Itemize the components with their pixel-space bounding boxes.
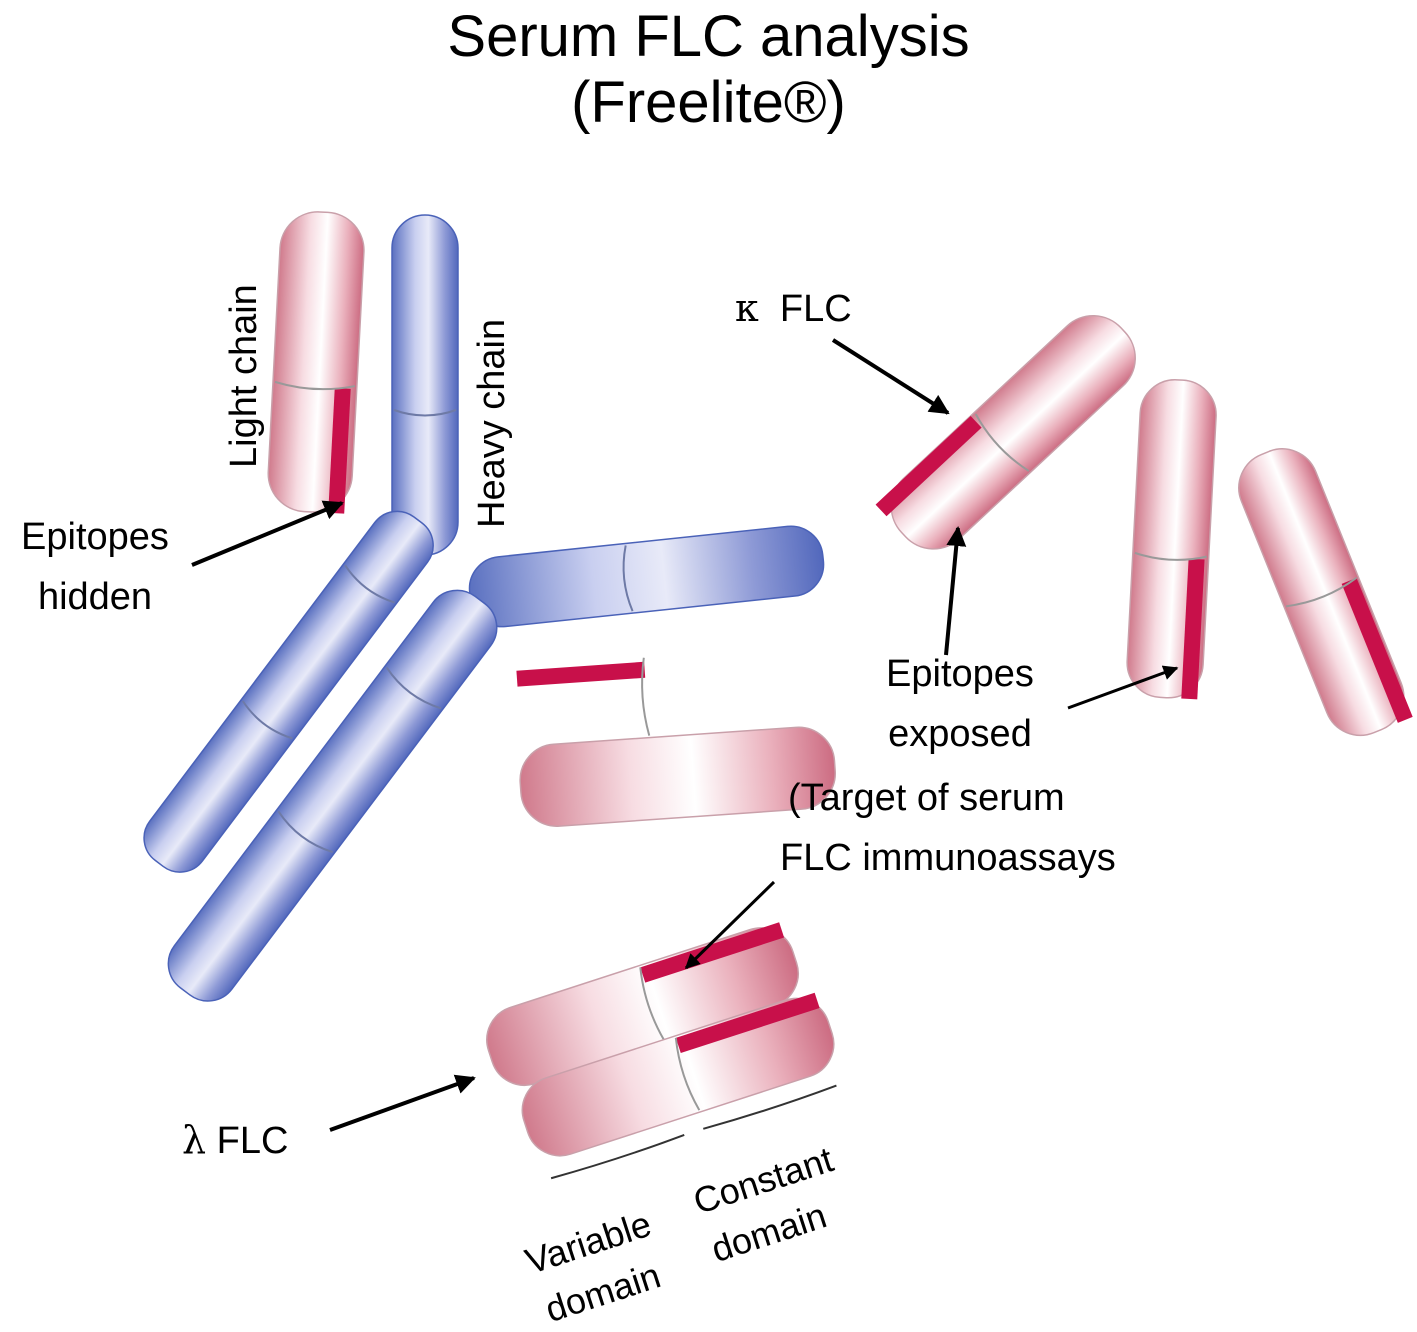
heavy-chain-right [167, 525, 825, 1002]
kappa-flc-2 [1126, 379, 1217, 700]
epitopes-hidden-line-2: hidden [37, 576, 153, 618]
exposed-epitope-mark [875, 415, 982, 517]
kappa-flc-text: FLC [779, 288, 852, 330]
exposed-epitope-mark [640, 922, 785, 983]
kappa-flc-1 [875, 314, 1136, 550]
lambda-flc-dimer [486, 922, 837, 1180]
hidden-epitope-mark [328, 388, 351, 514]
lambda-flc-text: FLC [216, 1120, 289, 1162]
target-line-1: (Target of serum [788, 777, 1065, 819]
variable-domain-brace [550, 1134, 685, 1180]
epitopes-hidden-line-1: Epitopes [21, 516, 169, 558]
heavy-chain-label: Heavy chain [471, 318, 513, 528]
arrow-kappa-flc [831, 338, 950, 415]
lambda-flc-lower [521, 992, 835, 1157]
exposed-epitope-mark [1341, 577, 1413, 723]
epitopes-exposed-line-1: Epitopes [886, 653, 1034, 695]
arrow-target-lambda [684, 880, 776, 970]
kappa-flc-3 [1238, 448, 1413, 737]
bound-light-chain-upper [267, 211, 365, 514]
bound-light-chain-lower [516, 657, 836, 827]
target-line-2: FLC immunoassays [780, 837, 1116, 879]
lambda-symbol: λ [182, 1118, 207, 1162]
arrow-epitopes-exposed-kappa2 [1067, 665, 1179, 710]
lambda-flc-label: λ FLC [182, 1118, 288, 1163]
title-line-2: (Freelite®) [571, 70, 846, 135]
arrow-epitopes-exposed-kappa1 [944, 526, 967, 656]
title-line-1: Serum FLC analysis [447, 4, 970, 69]
arrow-lambda-flc [329, 1074, 476, 1132]
epitopes-exposed-line-2: exposed [888, 713, 1032, 755]
heavy-chain-left [143, 214, 459, 873]
lambda-flc-upper [486, 922, 799, 1086]
flc-diagram [143, 211, 1413, 1180]
kappa-flc-label: κ FLC [735, 286, 852, 331]
light-chain-label: Light chain [223, 284, 265, 468]
kappa-symbol: κ [735, 286, 759, 330]
constant-domain-brace [703, 1084, 837, 1130]
arrow-epitopes-hidden [191, 500, 344, 567]
hidden-epitope-mark [516, 661, 646, 687]
exposed-epitope-mark [1181, 558, 1205, 700]
exposed-epitope-mark [675, 992, 820, 1054]
